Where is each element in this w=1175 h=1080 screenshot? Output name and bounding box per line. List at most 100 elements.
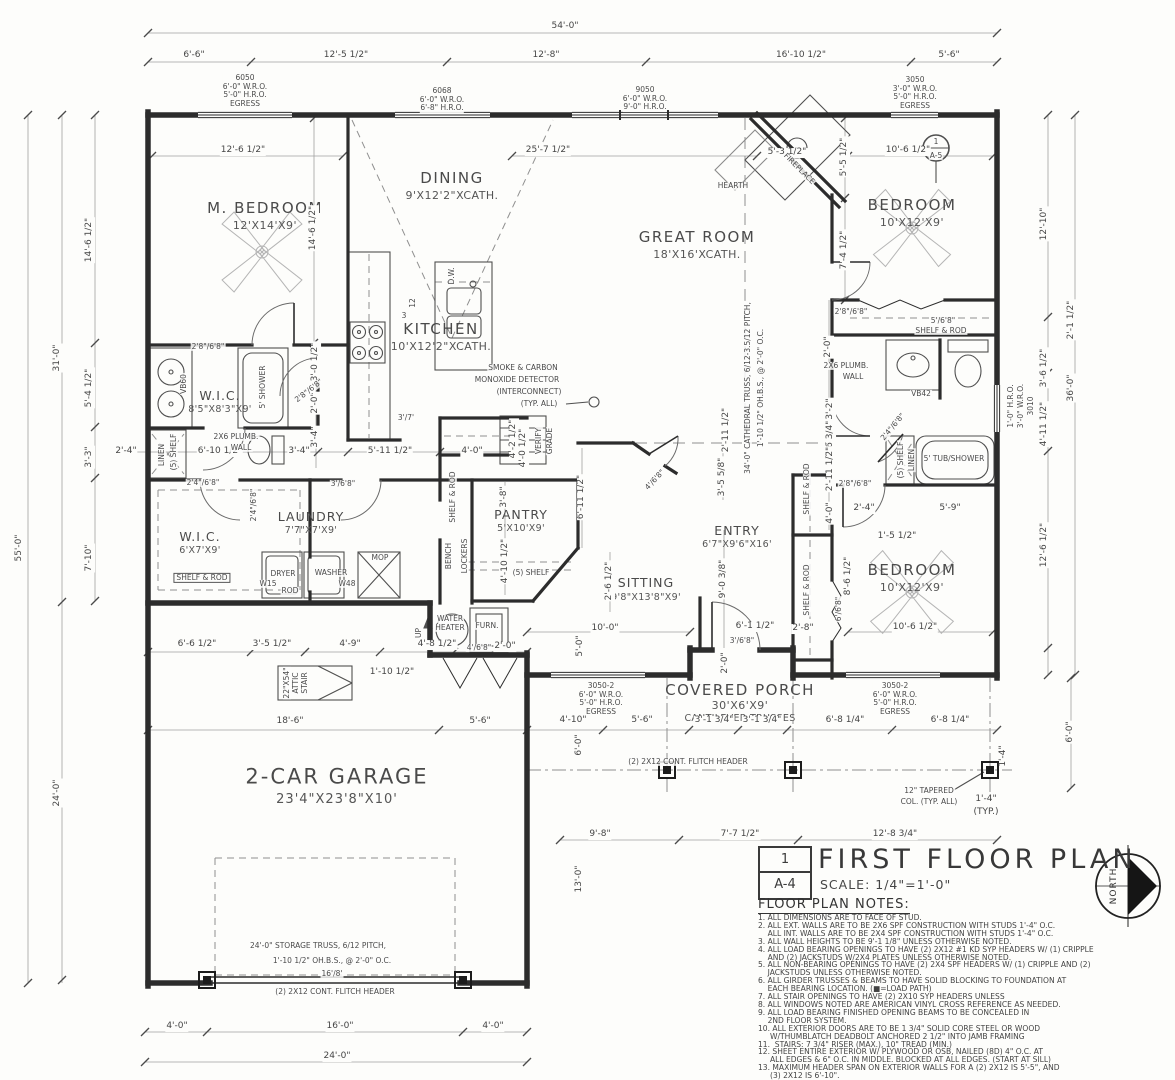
plan-label: 9'-0 3/8" [718, 558, 729, 600]
plan-label: 3'-2" [825, 397, 836, 421]
floor-plan-note-line: 10. ALL EXTERIOR DOORS ARE TO BE 1 3/4" … [758, 1023, 1041, 1033]
lockers-label: LOCKERS [459, 537, 470, 575]
window-label-9050: 9050 6'-0" W.R.O. 9'-0" H.R.O. [622, 85, 668, 112]
flitch-header-note: (2) 2X12 CONT. FLITCH HEADER [627, 756, 749, 767]
floor-plan-note-line: 13. MAXIMUM HEADER SPAN ON EXTERIOR WALL… [758, 1063, 1060, 1073]
plan-label: 4'-8 1/2" [416, 639, 458, 650]
plan-label: 12'-10" [1039, 206, 1050, 242]
door-label: 6'/6'8" [833, 595, 844, 623]
plan-label: 31'-0" [52, 343, 63, 373]
plan-label: 9'8"X13'8"X9' [611, 591, 681, 603]
plan-label: WALL [229, 442, 253, 453]
plan-label: 7'-10" [84, 543, 95, 573]
mop-sink-label: MOP [370, 552, 390, 563]
plan-label: 6'-0" [574, 733, 585, 757]
garage-door-label: 16'/8' [320, 968, 344, 979]
floor-plan-note-line: 4. ALL LOAD BEARING OPENINGS TO HAVE (2)… [758, 944, 1094, 954]
plan-label: 1'-5 1/2" [876, 531, 918, 542]
plan-label: 5'-6" [630, 715, 654, 726]
plan-label: STAIR [299, 671, 310, 695]
linen-label: LINEN [906, 447, 917, 473]
plan-label: 10'X12'X9' [879, 580, 945, 594]
floor-plan-note-line: ALL EDGES & 6" O.C. IN MIDDLE. BLOCKED A… [758, 1055, 1051, 1065]
detail-ref-number: 1 [760, 848, 810, 873]
plan-label: 16'-0" [325, 1021, 355, 1032]
plan-label: 7'7"X7'X9' [284, 524, 338, 536]
plan-label: 55'-0" [14, 533, 25, 563]
plan-label: 5'-6" [937, 50, 961, 61]
plan-label: 2'-0" [310, 391, 321, 415]
sheet-number: A-4 [774, 877, 796, 892]
shelf-rod-label: SHELF & ROD [801, 563, 812, 617]
up-arrow-label: UP [413, 626, 424, 640]
plan-label: 1'-4" [998, 744, 1009, 768]
floor-plan-notes: 1. ALL DIMENSIONS ARE TO FACE OF STUD.2.… [758, 914, 1175, 1080]
plan-label: 10'X12'2"XCATH. [390, 339, 492, 353]
shelf-rod-label: SHELF & ROD [447, 470, 458, 524]
plan-label: 12'-8 3/4" [871, 829, 919, 840]
room-label-great-room: GREAT ROOM [638, 227, 756, 246]
section-marker-sheet: A-5 [928, 150, 944, 161]
plan-label: 24'-0" [52, 778, 63, 808]
plan-label: 4'-10" [558, 715, 588, 726]
north-label: NORTH [1109, 867, 1119, 905]
plan-label: 24'-0" [322, 1051, 352, 1062]
door-label: 2'8"/6'8" [833, 306, 869, 317]
north-arrow-icon [1095, 845, 1161, 927]
plan-label: 3'-3" [84, 445, 95, 469]
door-label: 5'/6'8" [929, 315, 957, 326]
plan-label: 2'-4" [114, 446, 138, 457]
plan-label: GRADE [544, 426, 555, 456]
plan-label: 3'-4" [287, 446, 311, 457]
plan-label: 54'-0" [550, 21, 580, 32]
vanity-label: VB42 [910, 388, 932, 399]
plan-label: 4'-0" [460, 446, 484, 457]
plan-label: 2'-11 1/2" [721, 406, 732, 454]
plan-label: WALL [841, 371, 865, 382]
room-label-wic-2: W.I.C. [179, 529, 221, 545]
shelf-rod-label: SHELF & ROD [914, 325, 968, 336]
plan-label: 6'-1 1/2" [734, 621, 776, 632]
plan-label: 12'-6 1/2" [1039, 521, 1050, 569]
room-label-garage: 2-CAR GARAGE [245, 764, 429, 789]
plan-label: W15 [258, 578, 278, 589]
door-label: 2'4"/6'8" [185, 477, 221, 488]
window-label-6050: 6050 6'-0" W.R.O. 5'-0" H.R.O. EGRESS [222, 72, 268, 109]
drawing-title: FIRST FLOOR PLAN [818, 844, 1137, 875]
plan-label: (INTERCONNECT) [495, 386, 563, 397]
plan-label: 1'-10 1/2" [368, 667, 416, 678]
door-label: 4'/6'8" [465, 642, 493, 653]
room-label-master-wic: W.I.C. [199, 388, 241, 404]
plan-label: 2'-4" [852, 503, 876, 514]
window-label-3010: 3010 [1025, 395, 1036, 417]
truss-note: 24'-0" STORAGE TRUSS, 6/12 PITCH, [249, 940, 387, 951]
door-label: 3'/6'8" [728, 635, 756, 646]
plan-label: 25'-7 1/2" [524, 145, 572, 156]
room-label-bedroom-1: BEDROOM [867, 195, 957, 214]
plan-label: 12'-6 1/2" [219, 145, 267, 156]
plan-label: 10'X12'X9' [879, 215, 945, 229]
window-label-3050-2-right: 3050-2 6'-0" W.R.O. 5'-0" H.R.O. EGRESS [872, 680, 918, 717]
door-label: 3'/6'8" [329, 478, 357, 489]
washer-label: WASHER [313, 567, 349, 578]
floor-plan-note-line: 11. STAIRS: 7 3/4" RISER (MAX.), 10" TRE… [758, 1039, 952, 1049]
plan-label: 4'-0" [825, 501, 836, 525]
floor-plan-note-line: 3. ALL WALL HEIGHTS TO BE 9'-1 1/8" UNLE… [758, 936, 1012, 946]
plan-label: 6'-11 1/2" [576, 473, 587, 521]
furnace-label: FURN. [474, 620, 500, 631]
plan-label: 2'-0" [720, 651, 731, 675]
section-marker-number: 1 [932, 136, 940, 147]
plan-label: 2'-6 1/2" [604, 560, 615, 602]
plan-label: 2'-1 1/2" [1066, 299, 1077, 341]
plan-label: 12'-5 1/2" [322, 50, 370, 61]
room-label-laundry: LAUNDRY [277, 509, 345, 525]
dishwasher-label: D.W. [446, 266, 457, 286]
dryer-label: DRYER [269, 568, 297, 579]
smoke-detector-note: SMOKE & CARBON [487, 362, 559, 373]
plan-label: 2'-11 1/2" [825, 445, 836, 493]
plan-label: 4'-10 1/2" [500, 537, 511, 585]
door-label: 2'8"/6'8" [837, 478, 873, 489]
plan-label: 2'-0" [493, 641, 517, 652]
